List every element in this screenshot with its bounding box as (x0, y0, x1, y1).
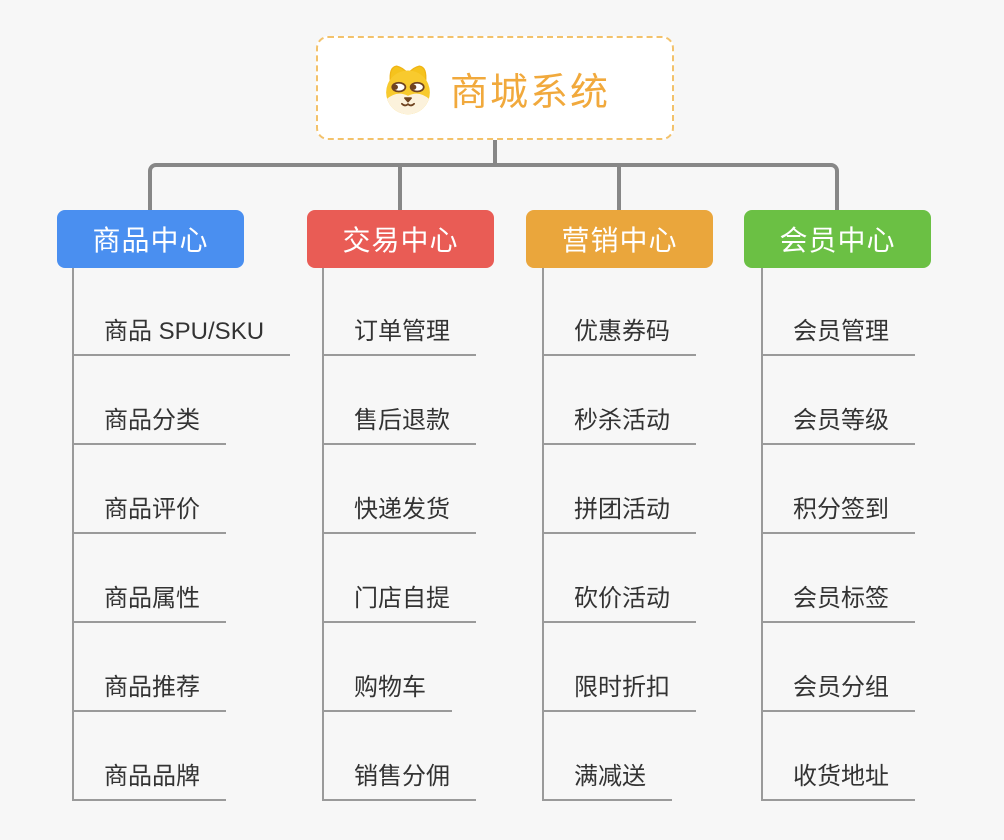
branch-items-product-center: 商品 SPU/SKU 商品分类 商品评价 商品属性 商品推荐 商品品牌 (72, 268, 291, 801)
leaf-node[interactable]: 门店自提 (322, 534, 476, 623)
branch-node-marketing-center[interactable]: 营销中心 (526, 210, 713, 268)
root-title: 商城系统 (449, 71, 610, 114)
branch-node-trade-center[interactable]: 交易中心 (307, 210, 494, 268)
connector-drop-marketing (617, 166, 621, 210)
leaf-node[interactable]: 购物车 (322, 623, 452, 712)
connector-root-stem (493, 140, 497, 167)
leaf-node[interactable]: 订单管理 (322, 268, 476, 356)
leaf-node[interactable]: 商品属性 (72, 534, 226, 623)
leaf-node[interactable]: 售后退款 (322, 356, 476, 445)
leaf-node[interactable]: 快递发货 (322, 445, 476, 534)
leaf-node[interactable]: 优惠券码 (542, 268, 696, 356)
leaf-node[interactable]: 拼团活动 (542, 445, 696, 534)
leaf-node[interactable]: 商品 SPU/SKU (72, 268, 291, 356)
branch-node-product-center[interactable]: 商品中心 (57, 210, 244, 268)
leaf-node[interactable]: 商品推荐 (72, 623, 226, 712)
leaf-node[interactable]: 秒杀活动 (542, 356, 696, 445)
leaf-node[interactable]: 砍价活动 (542, 534, 696, 623)
branch-items-marketing-center: 优惠券码 秒杀活动 拼团活动 砍价活动 限时折扣 满减送 (542, 268, 696, 801)
leaf-node[interactable]: 会员等级 (761, 356, 915, 445)
leaf-node[interactable]: 满减送 (542, 712, 672, 801)
leaf-node[interactable]: 会员标签 (761, 534, 915, 623)
connector-spine-member (761, 268, 763, 801)
connector-spine-trade (322, 268, 324, 801)
branch-items-member-center: 会员管理 会员等级 积分签到 会员标签 会员分组 收货地址 (761, 268, 915, 801)
connector-spine-marketing (542, 268, 544, 801)
leaf-node[interactable]: 收货地址 (761, 712, 915, 801)
connector-spine-product (72, 268, 74, 801)
leaf-node[interactable]: 会员分组 (761, 623, 915, 712)
leaf-node[interactable]: 积分签到 (761, 445, 915, 534)
branch-node-member-center[interactable]: 会员中心 (744, 210, 931, 268)
connector-elbow-right (494, 163, 839, 210)
leaf-node[interactable]: 会员管理 (761, 268, 915, 356)
leaf-node[interactable]: 商品品牌 (72, 712, 226, 801)
leaf-node[interactable]: 销售分佣 (322, 712, 476, 801)
leaf-node[interactable]: 限时折扣 (542, 623, 696, 712)
dog-face-icon (380, 60, 436, 116)
root-node[interactable]: 商城系统 (316, 36, 674, 140)
connector-drop-trade (398, 166, 402, 210)
leaf-node[interactable]: 商品评价 (72, 445, 226, 534)
branch-items-trade-center: 订单管理 售后退款 快递发货 门店自提 购物车 销售分佣 (322, 268, 476, 801)
leaf-node[interactable]: 商品分类 (72, 356, 226, 445)
connector-elbow-left (148, 163, 494, 210)
